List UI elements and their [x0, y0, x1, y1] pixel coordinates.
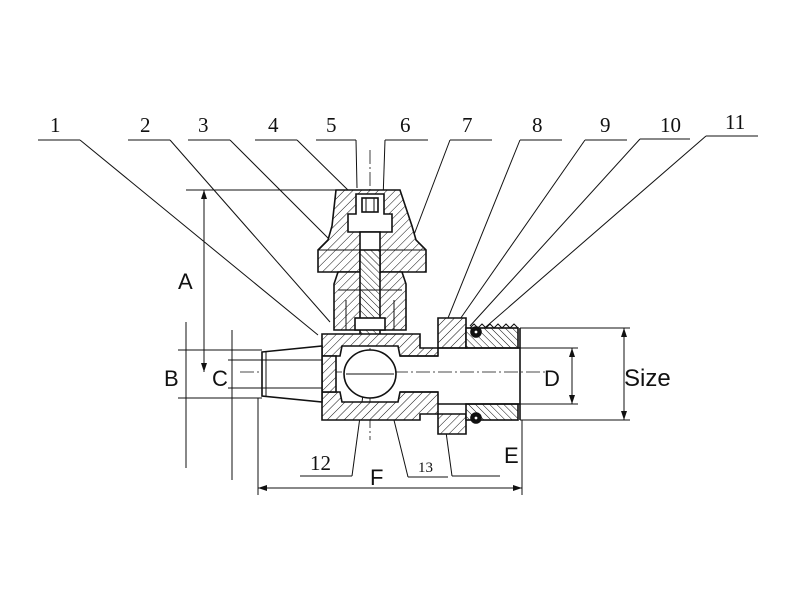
dimension-b-label: B	[164, 366, 179, 391]
dimension-f-label: F	[370, 465, 383, 490]
dimension-c-label: C	[212, 366, 228, 391]
part-number-11: 11	[725, 110, 745, 134]
dimension-e-label: E	[504, 443, 519, 468]
dimension-a-label: A	[178, 269, 193, 294]
part-number-5: 5	[326, 113, 337, 137]
part-number-13: 13	[418, 460, 433, 476]
dimension-lines	[178, 189, 630, 495]
part-number-2: 2	[140, 113, 151, 137]
part-number-8: 8	[532, 113, 543, 137]
part-number-6: 6	[400, 113, 411, 137]
dimension-letters: A B C D E F Size	[164, 269, 671, 490]
part-number-3: 3	[198, 113, 209, 137]
part-number-labels: 1 2 3 4 5 6 7 8 9 10 11 12 13	[50, 110, 745, 476]
union-outlet	[437, 317, 521, 435]
dimension-size-label: Size	[624, 365, 671, 392]
part-number-1: 1	[50, 113, 61, 137]
dimension-d-label: D	[544, 366, 560, 391]
part-number-9: 9	[600, 113, 611, 137]
valve-body	[321, 333, 439, 421]
inlet-tailpiece	[261, 345, 323, 403]
bonnet-stem	[333, 249, 407, 341]
leader-lines	[38, 135, 758, 478]
part-number-7: 7	[462, 113, 473, 137]
part-number-12: 12	[310, 451, 331, 475]
part-number-4: 4	[268, 113, 279, 137]
part-number-10: 10	[660, 113, 681, 137]
